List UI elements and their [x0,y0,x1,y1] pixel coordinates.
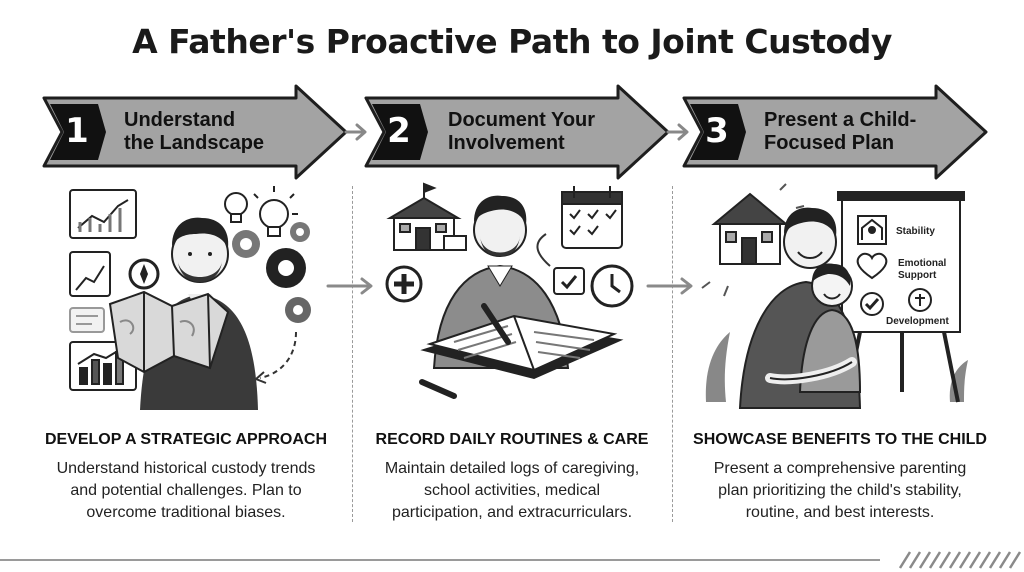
school-icon [386,182,467,251]
chevron-arrow-icon [344,123,367,141]
gear-icon [232,222,311,323]
step-1-description: Understand historical custody trends and… [26,458,346,524]
child-figure [798,263,862,393]
checkmark-icon [860,292,884,316]
number-badge-icon [690,104,746,160]
step-3-heading: SHOWCASE BENEFITS TO THE CHILD [693,431,987,448]
step-1-label-line1: Understand [124,109,236,131]
chevron-arrow-icon [682,84,988,180]
step-2-label-line2: Involvement [448,132,565,154]
step-3-label-line1: Present a Child- [764,109,917,131]
illustration-strategic-approach [69,186,311,410]
step-1-banner: 1 Understand the Landscape [40,84,350,180]
step-1-desc-line2: and potential challenges. Plan to [70,482,302,499]
illustration-documenting [385,182,634,399]
chevron-arrow-icon [666,123,689,141]
column-divider [352,186,353,522]
lightbulb-icon [224,186,298,237]
page-title: A Father's Proactive Path to Joint Custo… [132,22,892,61]
step-1-number: 1 [65,111,89,151]
step-3-label-line2: Focused Plan [764,132,895,154]
step-2-description: Maintain detailed logs of caregiving, sc… [352,458,672,524]
bar-chart-icon [69,251,111,297]
step-2-label-line1: Document Your [448,109,596,131]
step-2-desc-line2: school activities, medical [423,482,601,499]
column-divider [672,186,673,522]
step-1-desc-line1: Understand historical custody trends [56,460,316,477]
illustration-child-focused-plan: Stability Emotional Support Development [701,183,968,409]
board-item-emotional: Emotional [898,258,947,269]
step-3-desc-line2: plan prioritizing the child's stability, [718,482,962,499]
step-2-desc-line3: participation, and extracurriculars. [391,504,633,521]
step-1-label-line2: the Landscape [124,132,265,154]
chevron-arrow-icon [364,84,670,180]
chevron-arrow-icon [646,277,693,295]
board-item-support: Support [898,270,937,281]
map-icon [108,290,230,374]
step-3-desc-line3: routine, and best interests. [745,504,935,521]
step-1-heading: DEVELOP A STRATEGIC APPROACH [44,431,328,448]
calendar-icon [561,186,623,249]
step-1-desc-line3: overcome traditional biases. [86,504,286,521]
heart-icon [856,252,888,280]
board-item-stability: Stability [896,226,935,237]
step-2-desc-line1: Maintain detailed logs of caregiving, [384,460,640,477]
number-badge-icon [50,104,106,160]
step-2-number: 2 [387,111,411,151]
chevron-arrow-icon [42,84,348,180]
pen-icon [419,303,511,399]
step-2-heading: RECORD DAILY ROUTINES & CARE [375,431,649,448]
step-3-number: 3 [705,111,729,151]
board-item-development: Development [886,316,949,327]
number-badge-icon [372,104,428,160]
step-3-description: Present a comprehensive parenting plan p… [680,458,1000,524]
clock-icon [590,264,634,308]
compass-icon [128,258,160,290]
notebook-icon [420,314,624,380]
line-chart-icon [69,189,137,239]
footer-rule [0,551,1022,569]
medical-cross-icon [385,265,423,303]
chevron-arrow-icon [326,277,373,295]
house-icon [711,192,789,265]
step-3-banner: 3 Present a Child- Focused Plan [680,84,990,180]
checkmark-icon [560,275,578,290]
step-3-desc-line1: Present a comprehensive parenting [713,460,967,477]
step-2-banner: 2 Document Your Involvement [362,84,672,180]
